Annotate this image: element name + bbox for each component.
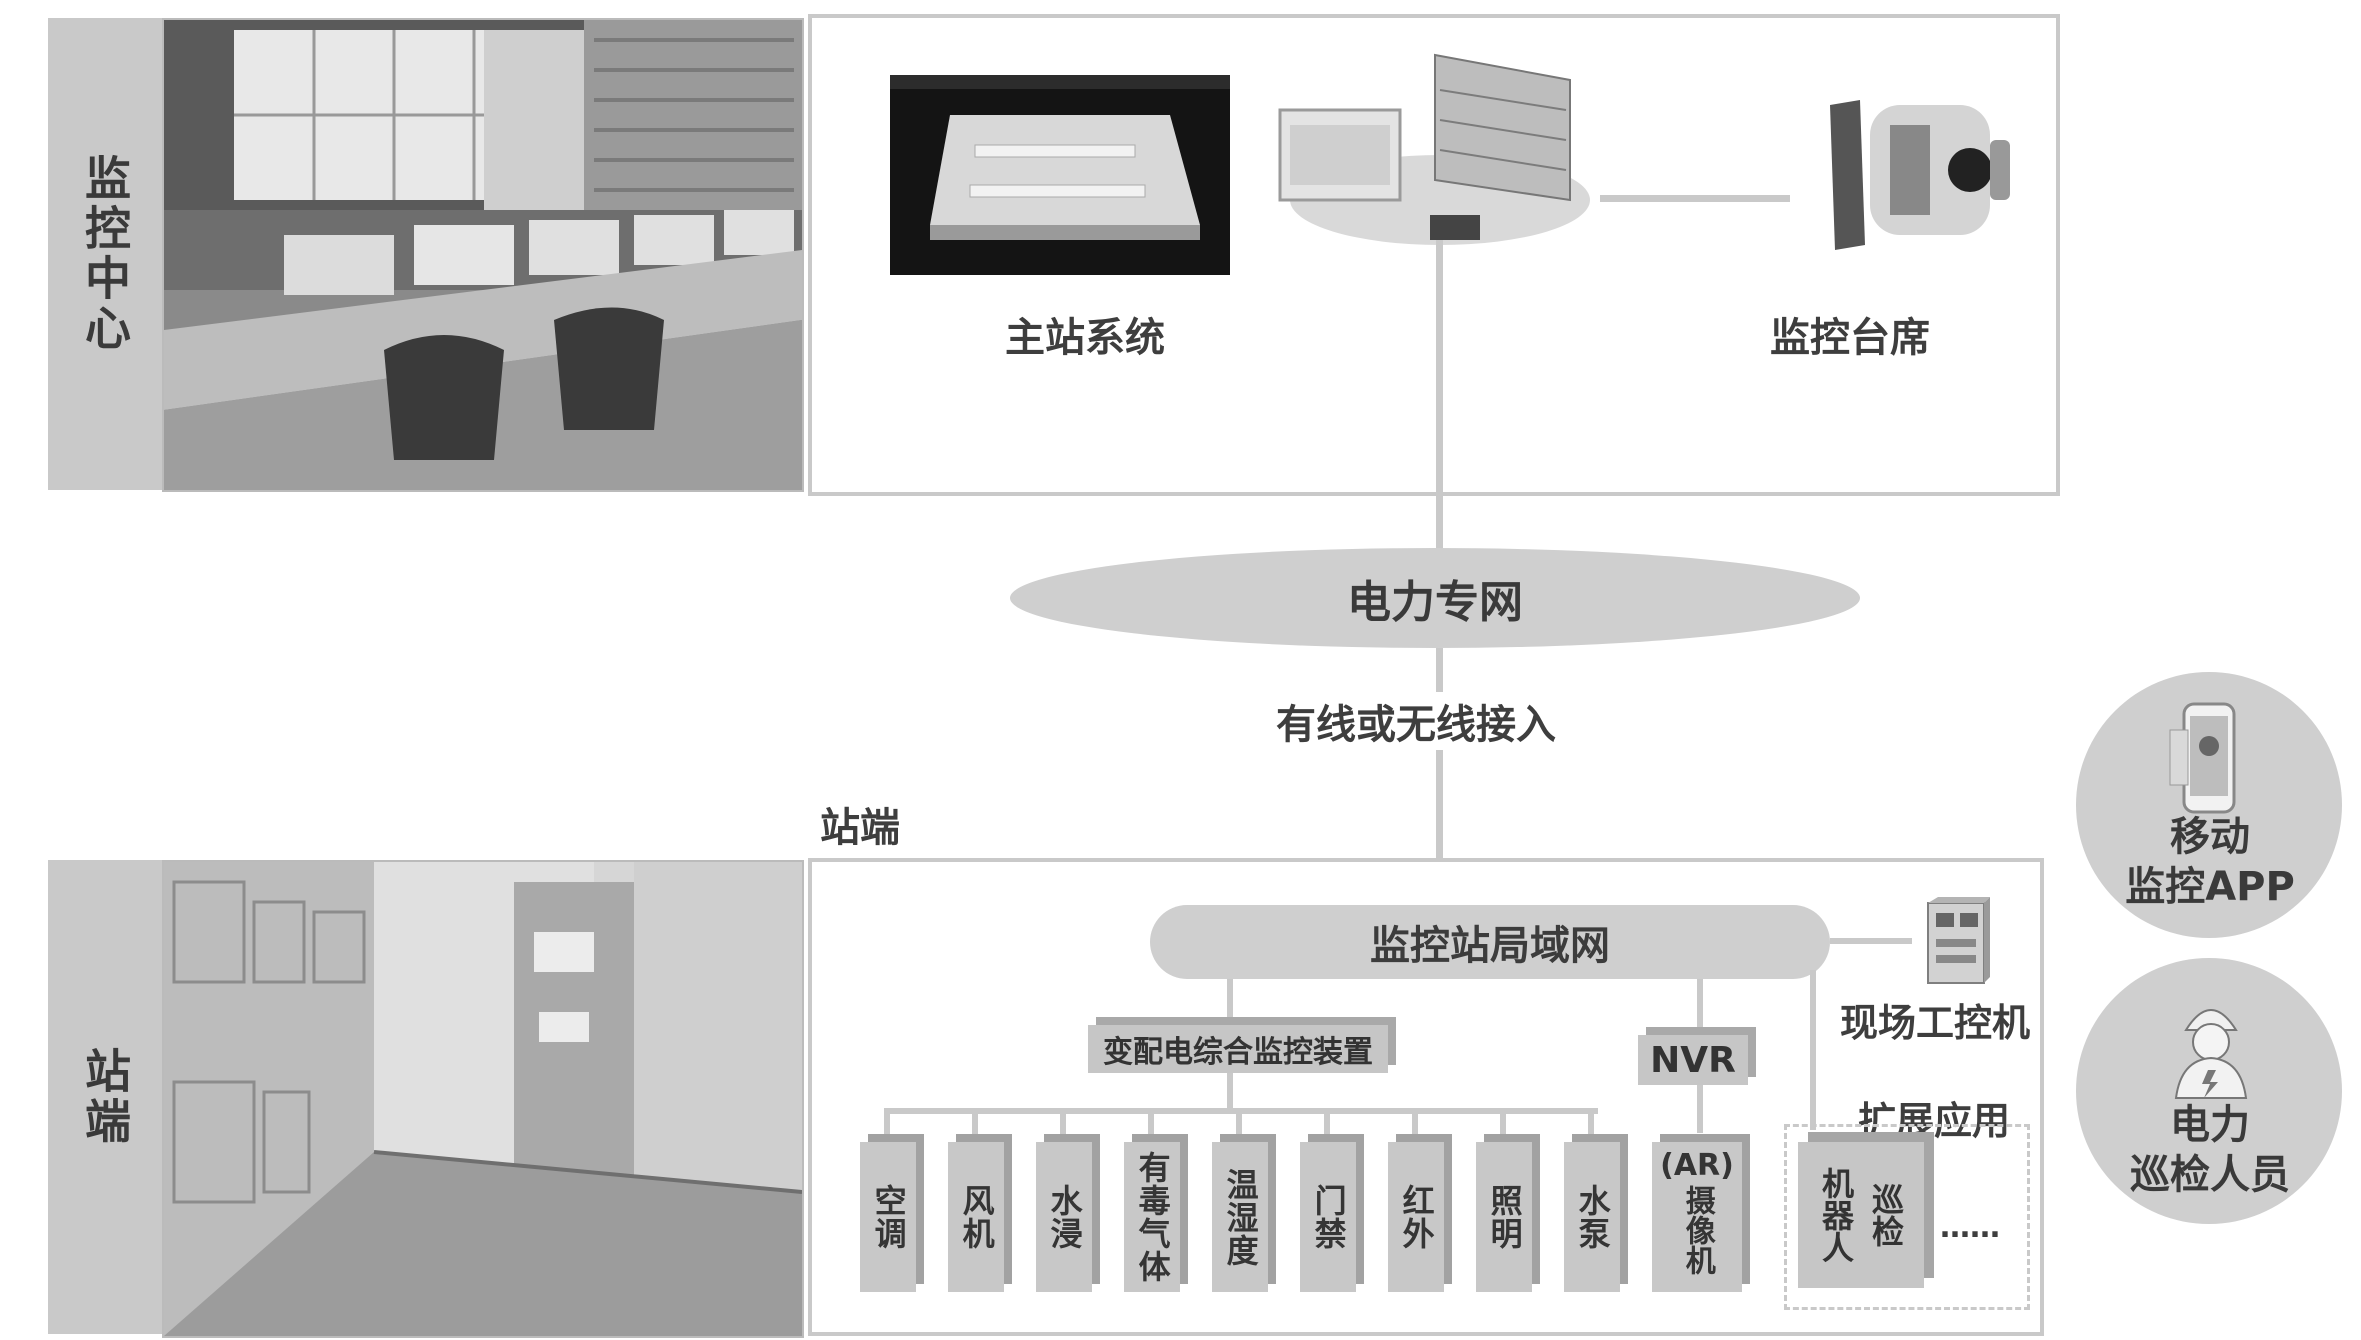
drop-5 (1324, 1108, 1330, 1144)
robot-label-b: 机器人 (1817, 1167, 1855, 1263)
master-system-screen (890, 75, 1230, 275)
subsystem-label: 有毒气体 (1133, 1151, 1172, 1283)
extended-app-label: 扩展应用 (1858, 1099, 2011, 1143)
inspection-robot-block: 机器人 巡检 (1798, 1142, 1924, 1288)
lan-to-pc-line (1830, 938, 1912, 944)
drop-7 (1500, 1108, 1506, 1144)
inspector-icon (2166, 990, 2256, 1100)
subsystem-flood: 水浸 (1036, 1142, 1092, 1292)
station-lan-label: 监控站局域网 (1370, 923, 1610, 969)
field-pc-label: 现场工控机 (1840, 1001, 2031, 1045)
subsystem-access-control: 门禁 (1300, 1142, 1356, 1292)
lan-to-nvr-line (1697, 979, 1703, 1029)
subsystem-label: 照明 (1485, 1184, 1524, 1250)
station-photo (162, 860, 804, 1338)
subsystem-label: 空调 (869, 1184, 908, 1250)
servers-icon (1278, 53, 1590, 245)
desk-link-line (1600, 195, 1790, 202)
master-server-cluster (1270, 50, 1610, 250)
device-to-bus-line (1227, 1073, 1233, 1111)
monitoring-desk-label: 监控台席 (1770, 315, 1930, 361)
worker-icon (2174, 1009, 2248, 1099)
lan-to-extend-line (1810, 970, 1816, 1130)
smartphone-icon (2169, 702, 2236, 814)
drop-2 (1060, 1108, 1066, 1144)
subsystem-pump: 水泵 (1564, 1142, 1620, 1292)
subsystem-label: 门禁 (1309, 1184, 1348, 1250)
field-pc-cabinet (1924, 895, 1994, 985)
drop-3 (1148, 1108, 1154, 1144)
access-mode-label: 有线或无线接入 (1270, 692, 1562, 750)
station-lan-pill: 监控站局域网 (1150, 905, 1830, 979)
monitor-desk-icon (1830, 100, 2010, 250)
master-vertical-line (1436, 240, 1443, 560)
subsystem-label: 温湿度 (1221, 1167, 1260, 1267)
station-top-label: 站端 (820, 805, 900, 851)
lan-to-device-line (1227, 979, 1233, 1017)
network-down-line (1436, 648, 1443, 860)
ar-prefix-label: (AR) (1660, 1148, 1734, 1183)
subsystem-fan: 风机 (948, 1142, 1004, 1292)
drop-0 (884, 1108, 890, 1144)
nvr-device: NVR (1638, 1035, 1748, 1085)
integrated-device-label: 变配电综合监控装置 (1103, 1035, 1373, 1070)
ar-camera-column: (AR) 摄像机 (1652, 1142, 1742, 1292)
mobile-app-label: 移动 监控APP (2125, 814, 2295, 910)
station-side-label: 站端 (78, 1047, 132, 1147)
power-network-label: 电力专网 (1347, 577, 1523, 628)
camera-label: 摄像机 (1679, 1185, 1715, 1275)
control-room-illustration (164, 20, 802, 490)
subsystem-label: 风机 (957, 1184, 996, 1250)
extended-app-area (1784, 1124, 2030, 1310)
subsystem-label: 红外 (1397, 1184, 1436, 1250)
phone-icon (2166, 700, 2246, 820)
monitoring-center-band: 监控中心 (48, 18, 162, 490)
monitoring-center-photo (162, 18, 804, 492)
monitoring-desk-graphic (1820, 95, 2020, 255)
cabinet-icon (1927, 897, 1990, 984)
drop-4 (1236, 1108, 1242, 1144)
drop-6 (1412, 1108, 1418, 1144)
subsystem-label: 水泵 (1573, 1184, 1612, 1250)
subsystem-toxic-gas: 有毒气体 (1124, 1142, 1180, 1292)
drop-8 (1588, 1108, 1594, 1144)
subsystem-aircon: 空调 (860, 1142, 916, 1292)
subsystem-label: 水浸 (1045, 1184, 1084, 1250)
subsystem-lighting: 照明 (1476, 1142, 1532, 1292)
switchgear-room-illustration (164, 862, 802, 1336)
subsystem-temp-humidity: 温湿度 (1212, 1142, 1268, 1292)
nvr-to-camera-line (1697, 1085, 1703, 1133)
power-network-ellipse: 电力专网 (1010, 548, 1860, 648)
station-band: 站端 (48, 860, 162, 1334)
subsystem-infrared: 红外 (1388, 1142, 1444, 1292)
monitoring-center-label: 监控中心 (78, 154, 132, 354)
3d-room-view (890, 75, 1230, 275)
integrated-monitor-device: 变配电综合监控装置 (1088, 1025, 1388, 1073)
more-ellipsis: …… (1940, 1210, 2000, 1245)
inspector-label: 电力 巡检人员 (2130, 1102, 2290, 1198)
drop-1 (972, 1108, 978, 1144)
robot-label-a: 巡检 (1867, 1183, 1905, 1247)
nvr-label: NVR (1650, 1039, 1736, 1081)
master-system-label: 主站系统 (1005, 315, 1165, 361)
